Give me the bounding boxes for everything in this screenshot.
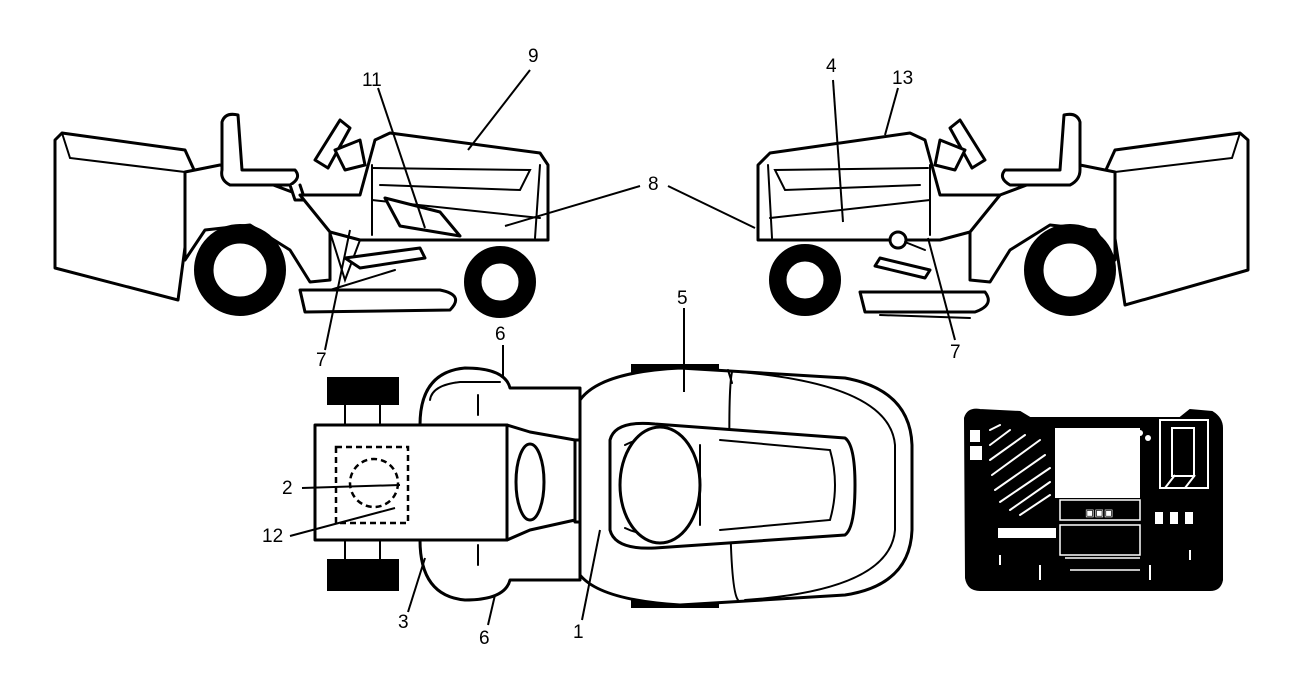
callout-8: 8 <box>648 174 659 195</box>
callout-2: 2 <box>282 478 293 499</box>
callout-1: 1 <box>573 622 584 643</box>
callout-labels: 9 11 7 8 4 13 7 5 6 2 12 3 6 1 <box>262 46 961 649</box>
callout-7-left: 7 <box>316 350 327 371</box>
dashboard-panel: ▣▣▣ <box>963 408 1223 591</box>
callout-7-right: 7 <box>950 342 961 363</box>
callout-4: 4 <box>826 56 837 77</box>
callout-13: 13 <box>892 68 913 89</box>
callout-3: 3 <box>398 612 409 633</box>
leader-lines <box>289 69 956 626</box>
tractor-left-side-view <box>53 112 550 318</box>
callout-11: 11 <box>362 70 382 91</box>
speaker-grille <box>989 424 1051 516</box>
tractor-right-side-view <box>756 112 1250 319</box>
callout-6-bottom: 6 <box>479 628 490 649</box>
callout-6-top: 6 <box>495 324 506 345</box>
callout-12: 12 <box>262 526 283 547</box>
callout-9: 9 <box>528 46 539 67</box>
svg-text:▣▣▣: ▣▣▣ <box>1085 508 1113 519</box>
callout-5: 5 <box>677 288 688 309</box>
tractor-top-view <box>313 364 914 608</box>
